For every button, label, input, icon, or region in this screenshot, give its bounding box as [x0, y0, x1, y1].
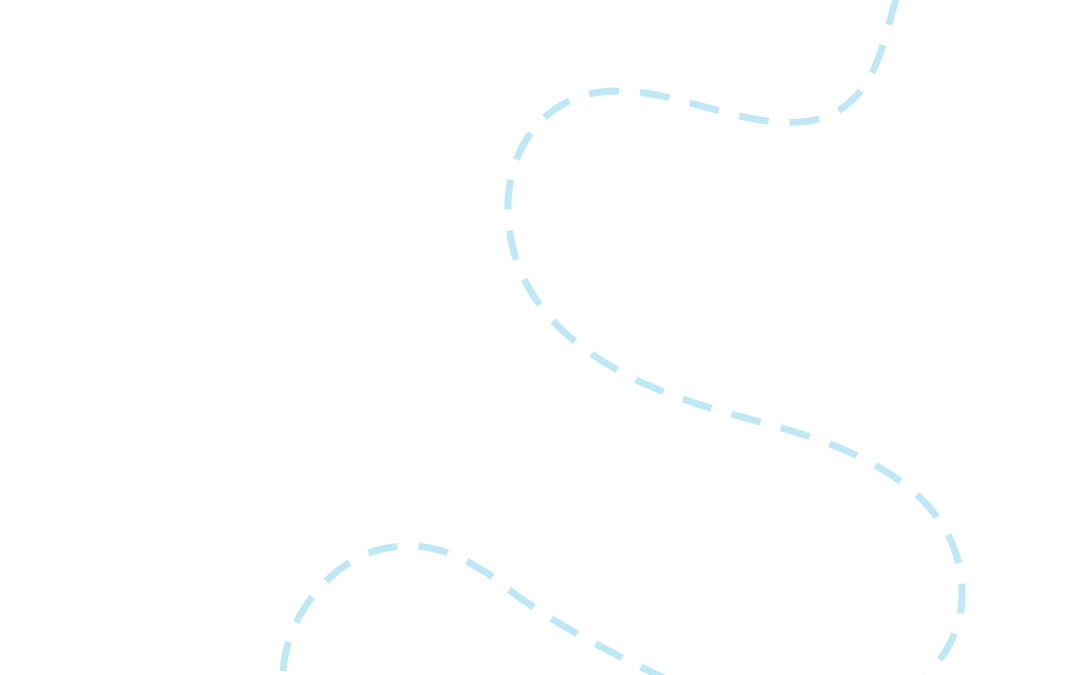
dashed-path-line [279, 0, 966, 675]
